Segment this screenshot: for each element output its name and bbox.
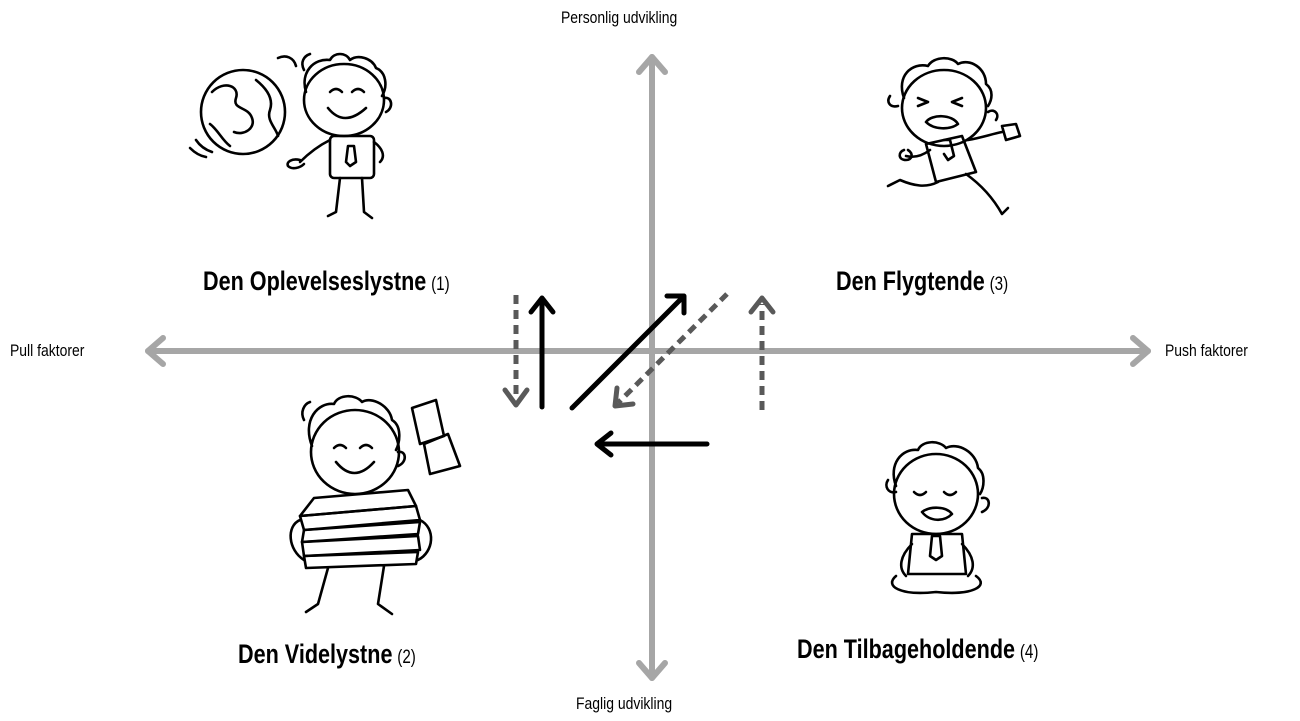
arrow-up-2-to-1 xyxy=(528,295,556,410)
arrow-diagonal-3-to-2 xyxy=(612,292,729,409)
arrow-up-4-to-3 xyxy=(748,295,776,410)
quadrant-number: (1) xyxy=(431,274,450,295)
axis-arrow-down xyxy=(636,660,668,681)
quadrant-name: Den Tilbageholdende xyxy=(797,634,1016,664)
arrow-left-4-to-2 xyxy=(594,430,710,458)
quadrant-number: (3) xyxy=(989,274,1009,295)
axis-arrow-up xyxy=(636,54,668,75)
solid-arrows xyxy=(528,293,710,458)
sitting-boy-illustration xyxy=(885,440,991,595)
axis-arrow-left xyxy=(145,335,166,367)
boy-with-books-illustration xyxy=(289,394,462,616)
axis-label-bottom: Faglig udvikling xyxy=(576,694,673,713)
axes xyxy=(145,54,1151,681)
arrow-down-1-to-2 xyxy=(502,295,530,408)
quadrant-name: Den Videlystne xyxy=(238,639,393,669)
quadrant-label-1: Den Oplevelseslystne(1) xyxy=(203,266,450,297)
axis-label-left: Pull faktorer xyxy=(10,341,85,360)
axis-label-right: Push faktorer xyxy=(1165,341,1248,360)
running-boy-illustration xyxy=(886,56,1022,216)
quadrant-number: (2) xyxy=(397,647,416,668)
quadrant-name: Den Oplevelseslystne xyxy=(203,266,427,296)
arrow-diagonal-2-to-3 xyxy=(569,293,687,411)
quadrant-label-2: Den Videlystne(2) xyxy=(238,639,416,670)
quadrant-number: (4) xyxy=(1019,642,1039,663)
quadrant-name: Den Flygtende xyxy=(836,266,985,296)
boy-with-globe-illustration xyxy=(188,52,393,220)
axis-arrow-right xyxy=(1130,335,1151,367)
quadrant-label-3: Den Flygtende(3) xyxy=(836,266,1008,297)
axis-label-top: Personlig udvikling xyxy=(561,8,678,27)
quadrant-label-4: Den Tilbageholdende(4) xyxy=(797,634,1038,665)
dashed-arrows xyxy=(502,292,776,410)
